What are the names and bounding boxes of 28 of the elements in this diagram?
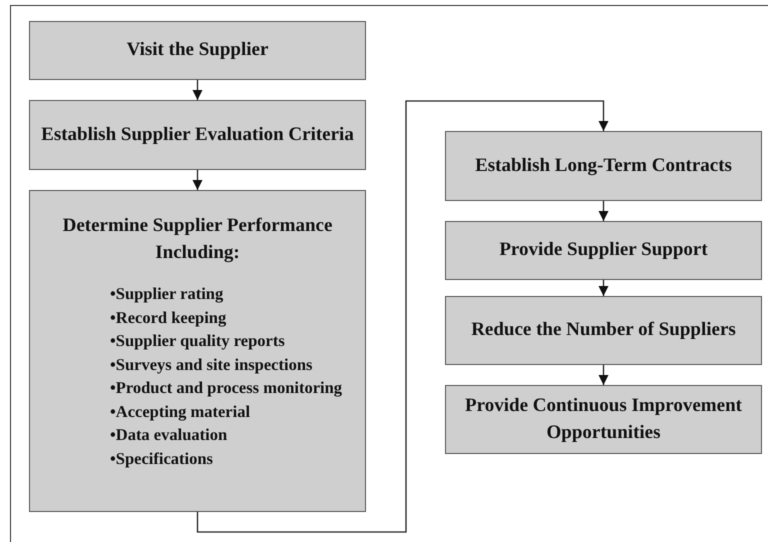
- arrow: [598, 201, 608, 221]
- process-box: [445, 221, 762, 280]
- arrow: [598, 280, 608, 296]
- step-title: Provide Continuous Improvement Opportunities: [464, 394, 743, 444]
- step-title: Establish Supplier Evaluation Criteria: [41, 122, 354, 147]
- process-box: [29, 21, 366, 80]
- process-box: [29, 190, 366, 512]
- list-item: •Product and process monitoring: [110, 377, 344, 400]
- step-title: Establish Long-Term Contracts: [475, 154, 732, 178]
- process-box: [29, 100, 366, 170]
- step-title: Provide Supplier Support: [499, 238, 708, 262]
- list-item: •Specifications: [110, 448, 214, 470]
- list-item: •Surveys and site inspections: [110, 354, 314, 376]
- list-item: •Data evaluation: [110, 424, 228, 446]
- arrow: [196, 100, 608, 533]
- list-item: •Supplier rating: [110, 283, 224, 306]
- process-box: [445, 296, 762, 365]
- process-box: [445, 385, 762, 454]
- arrow: [192, 80, 202, 100]
- step-title: Reduce the Number of Suppliers: [471, 318, 736, 342]
- step-title: Visit the Supplier: [126, 38, 268, 62]
- process-box: [445, 131, 762, 201]
- list-item: •Supplier quality reports: [110, 330, 286, 352]
- arrow: [192, 170, 202, 190]
- arrow: [598, 365, 608, 385]
- list-item: •Record keeping: [110, 306, 228, 329]
- list-item: •Accepting material: [110, 400, 252, 423]
- step-title: Determine Supplier Performance Including:: [62, 214, 334, 265]
